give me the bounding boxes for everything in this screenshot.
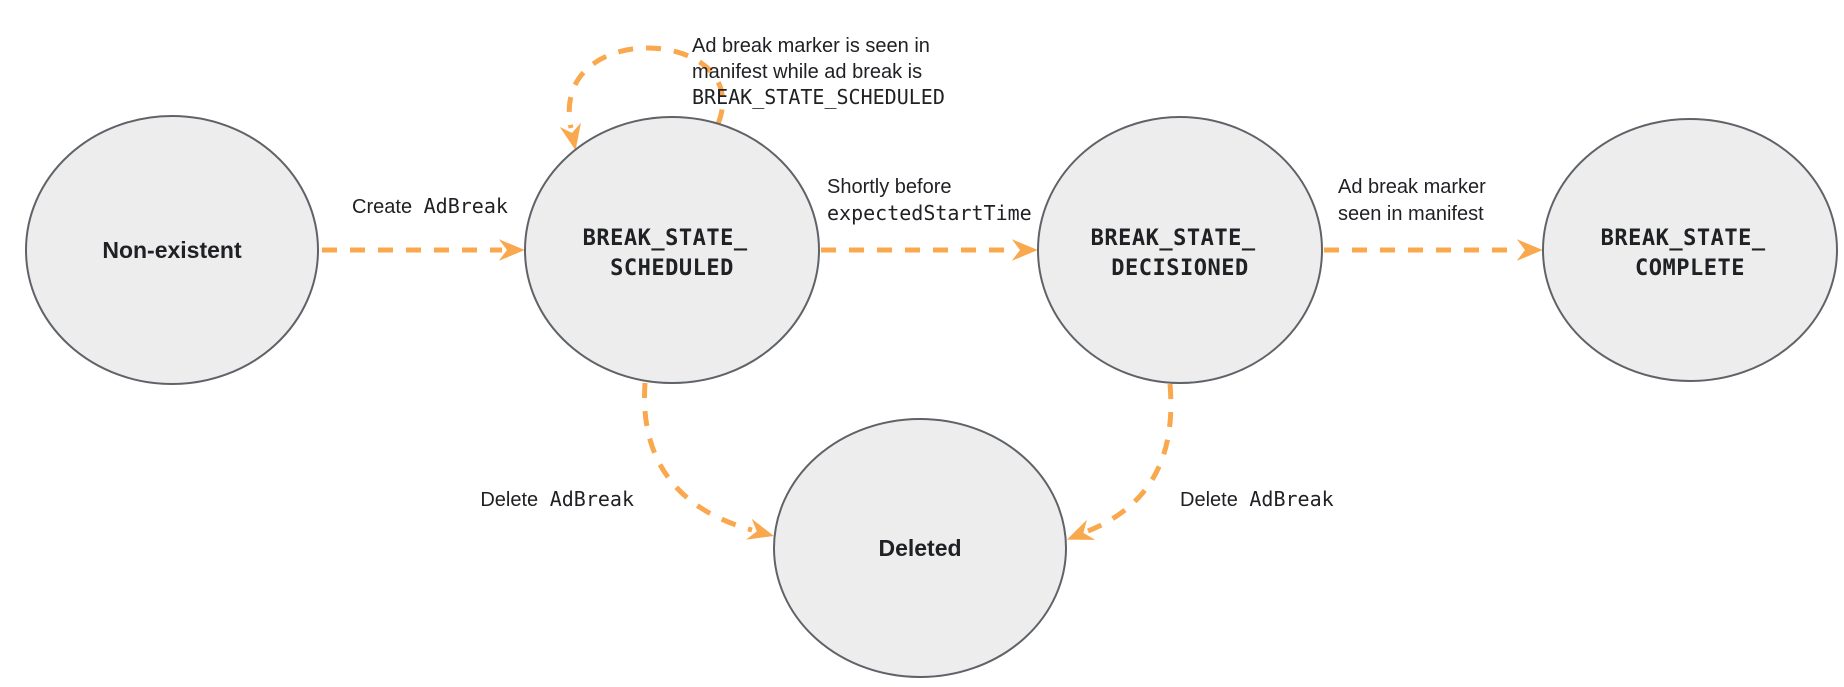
edge-label-self-loop: Ad break marker is seen in manifest whil… (692, 35, 945, 109)
state-node-break-state-decisioned (1037, 116, 1323, 384)
edge-delete-adbreak-left (641, 382, 774, 540)
edge-label-shortly-before: Shortly before expectedStartTime (827, 176, 1032, 225)
edge-label-delete-adbreak-right: Delete AdBreak (1180, 487, 1334, 511)
state-node-deleted (773, 418, 1067, 678)
state-label-break-state-decisioned: BREAK_STATE_ DECISIONED (1091, 226, 1270, 281)
state-label-break-state-complete: BREAK_STATE_ COMPLETE (1601, 226, 1780, 281)
edge-label-marker-seen: Ad break marker seen in manifest (1338, 176, 1491, 225)
edge-delete-adbreak-right (1066, 383, 1174, 540)
state-label-break-state-scheduled: BREAK_STATE_ SCHEDULED (583, 226, 762, 281)
state-node-break-state-complete (1542, 118, 1838, 382)
state-label-non-existent: Non-existent (102, 237, 242, 263)
state-node-break-state-scheduled (524, 116, 820, 384)
state-label-deleted: Deleted (878, 535, 961, 561)
state-node-non-existent (25, 115, 319, 385)
edge-label-delete-adbreak-left: Delete AdBreak (480, 487, 634, 511)
edge-label-create-adbreak: Create AdBreak (352, 194, 508, 218)
edge-self-loop-scheduled (559, 45, 726, 151)
